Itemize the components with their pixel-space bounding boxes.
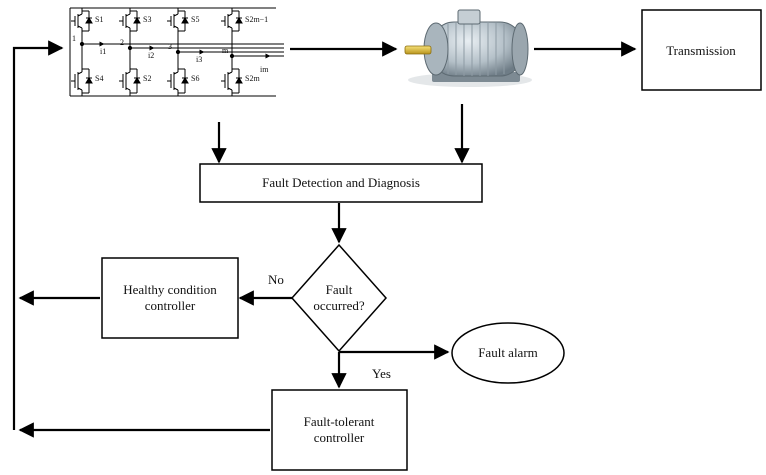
switch-bottom-3 [167, 66, 189, 96]
feedback-bus [12, 40, 64, 430]
switch-label-top-1: S1 [95, 15, 103, 24]
current-label-1: i1 [100, 47, 106, 56]
healthy-controller-box: Healthy condition controller [101, 257, 239, 339]
current-label-2: i2 [148, 51, 154, 60]
fault-tolerant-line1: Fault-tolerant [304, 414, 375, 429]
fault-alarm-ellipse: Fault alarm [451, 322, 565, 384]
decision-diamond: Fault occurred? [290, 243, 388, 353]
healthy-controller-line2: controller [145, 298, 196, 313]
electric-motor-icon [404, 9, 532, 87]
fault-detection-label: Fault Detection and Diagnosis [262, 175, 420, 190]
switch-label-bottom-2: S2 [143, 74, 151, 83]
switch-top-4 [221, 8, 243, 34]
phase-node-label-1: 1 [72, 34, 76, 43]
transmission-box: Transmission [641, 9, 762, 91]
phase-node-label-3: 3 [168, 42, 172, 51]
edge-label-yes: Yes [372, 366, 391, 381]
fault-detection-box: Fault Detection and Diagnosis [199, 163, 483, 203]
phase-node-label-4: m [222, 46, 229, 55]
inverter-circuit [69, 7, 284, 97]
switch-label-bottom-1: S4 [95, 74, 103, 83]
fault-tolerant-box: Fault-tolerant controller [271, 389, 408, 471]
switch-label-top-4: S2m−1 [245, 15, 268, 24]
edge-label-no: No [268, 272, 284, 287]
switch-top-3 [167, 8, 189, 34]
switch-label-top-3: S5 [191, 15, 199, 24]
switch-bottom-1 [71, 66, 93, 96]
current-label-3: i3 [196, 55, 202, 64]
switch-bottom-4 [221, 66, 243, 96]
fault-tolerant-line2: controller [314, 430, 365, 445]
switch-top-2 [119, 8, 141, 34]
phase-node-label-2: 2 [120, 38, 124, 47]
healthy-controller-line1: Healthy condition [123, 282, 217, 297]
switch-label-bottom-3: S6 [191, 74, 199, 83]
connectors [12, 40, 637, 438]
current-label-4: im [260, 65, 269, 74]
switch-bottom-2 [119, 66, 141, 96]
switch-label-top-2: S3 [143, 15, 151, 24]
switch-label-bottom-4: S2m [245, 74, 260, 83]
decision-label-line2: occurred? [313, 298, 364, 313]
decision-label-line1: Fault [326, 282, 353, 297]
transmission-label: Transmission [666, 43, 736, 58]
fault-alarm-label: Fault alarm [478, 345, 538, 360]
switch-top-1 [71, 8, 93, 34]
